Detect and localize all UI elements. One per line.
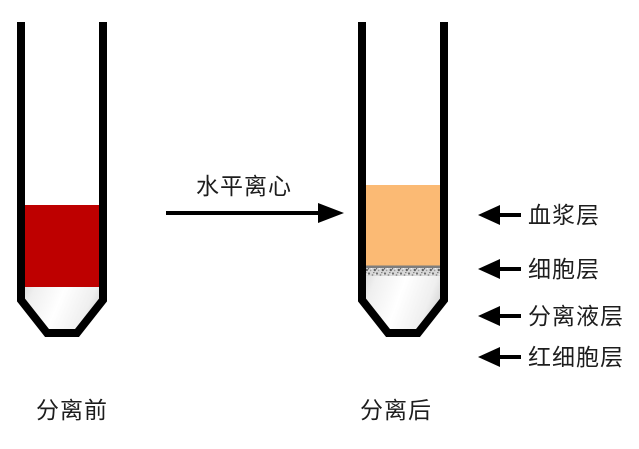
tube-after-caption: 分离后 [360,398,432,424]
callout-arrow-sepfluid [478,306,521,326]
tube-after-cell-layer [362,266,444,276]
callout-arrow-sepfluid-head [478,306,500,326]
tube-before-blood-sample [21,205,103,287]
callout-arrow-cells-head [478,259,500,279]
callout-arrow-rbc-head [478,347,500,367]
callout-arrow-plasma-head [478,205,500,225]
tube-before-caption: 分离前 [36,398,108,424]
callout-arrow-plasma [478,205,521,225]
callout-label-plasma: 血浆层 [528,203,600,229]
tube-after [358,22,448,337]
callout-arrow-cells [478,259,521,279]
process-label: 水平离心 [196,174,292,200]
tube-before [17,22,107,337]
callout-label-cells: 细胞层 [528,257,600,283]
callout-label-separation-fluid: 分离液层 [528,304,624,330]
tube-after-outline [358,22,448,337]
tube-after-plasma-layer [362,185,444,266]
tube-before-outline [17,22,107,337]
tube-after-cell-layer-edge [362,265,444,268]
process-arrow [166,203,344,223]
callout-arrow-rbc [478,347,521,367]
callout-label-red-cells: 红细胞层 [528,345,624,371]
process-arrow-head [318,203,344,223]
